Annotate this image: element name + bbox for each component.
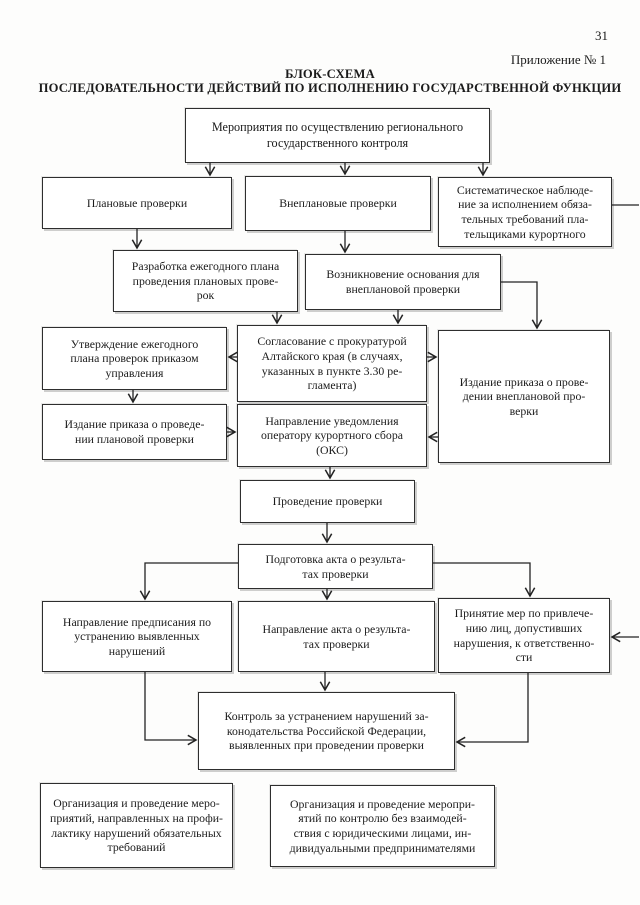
node-prosecutor-coordination: Согласование с прокуратурой Алтайского к…	[237, 325, 427, 402]
node-violations-control: Контроль за устранением нарушений за- ко…	[198, 692, 455, 770]
node-planned-order: Издание приказа о проведе- нии плановой …	[42, 404, 227, 460]
node-systematic-monitoring: Систематическое наблюде- ние за исполнен…	[438, 177, 612, 247]
node-act-sending: Направление акта о результа- тах проверк…	[238, 601, 435, 672]
node-inspection-conduct: Проведение проверки	[240, 480, 415, 523]
node-unplanned-order: Издание приказа о прове- дении внепланов…	[438, 330, 610, 463]
page-number: 31	[595, 28, 608, 43]
connector-act-liability	[433, 562, 536, 598]
title-line-1: БЛОК-СХЕМА	[285, 67, 375, 81]
node-prevention-activities: Организация и проведение меро- приятий, …	[40, 783, 233, 868]
connector-liability-control	[455, 673, 529, 748]
node-annual-plan-development: Разработка ежегодного плана проведения п…	[113, 250, 298, 312]
node-plan-approval: Утверждение ежегодного плана проверок пр…	[42, 327, 227, 390]
node-planned-inspections: Плановые проверки	[42, 177, 232, 229]
node-liability-measures: Принятие мер по привлече- нию лиц, допус…	[438, 598, 610, 673]
node-unplanned-grounds: Возникновение основания для внеплановой …	[305, 254, 501, 310]
connector-directive-control	[144, 672, 198, 746]
annex-label: Приложение № 1	[510, 52, 606, 67]
connector-grounds-unplanned-order	[501, 281, 543, 330]
node-noninteraction-control: Организация и проведение меропри- ятий п…	[270, 785, 495, 867]
connector-act-directive	[139, 562, 238, 601]
node-unplanned-inspections: Внеплановые проверки	[245, 176, 431, 231]
node-act-preparation: Подготовка акта о результа- тах проверки	[238, 544, 433, 589]
node-directive-issue: Направление предписания по устранению вы…	[42, 601, 232, 672]
node-root: Мероприятия по осуществлению регионально…	[185, 108, 490, 163]
page-title: БЛОК-СХЕМА ПОСЛЕДОВАТЕЛЬНОСТИ ДЕЙСТВИЙ П…	[30, 67, 630, 96]
title-line-2: ПОСЛЕДОВАТЕЛЬНОСТИ ДЕЙСТВИЙ ПО ИСПОЛНЕНИ…	[38, 80, 622, 95]
node-notification-oks: Направление уведомления оператору курорт…	[237, 404, 427, 467]
